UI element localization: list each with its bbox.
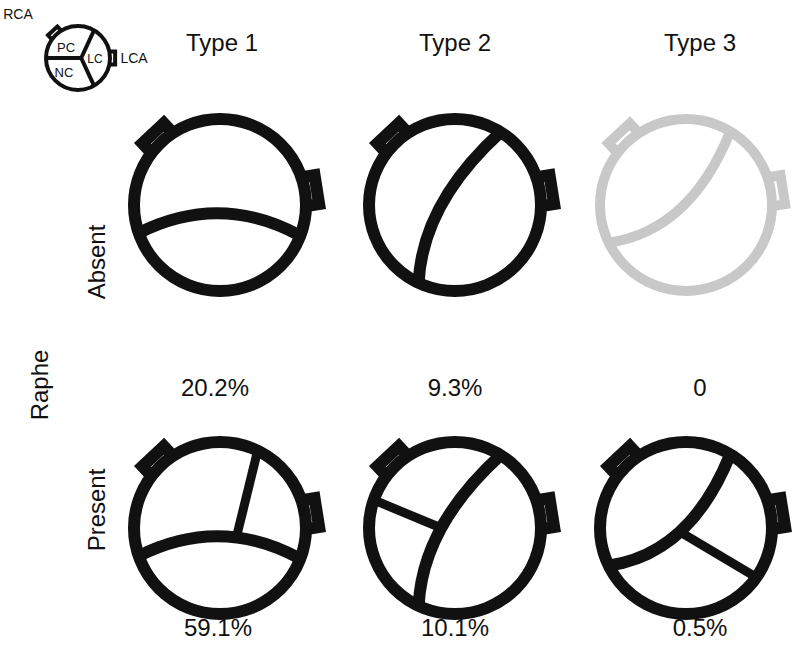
percentage-value: 20.2% bbox=[181, 376, 249, 400]
column-header: Type 2 bbox=[419, 31, 491, 55]
valve-type1-present bbox=[134, 442, 319, 614]
percentage-value: 0 bbox=[693, 376, 706, 400]
key-label: LCA bbox=[120, 51, 147, 65]
percentage-value: 10.1% bbox=[421, 616, 489, 640]
key-label: NC bbox=[55, 66, 74, 79]
axis-label: Raphe bbox=[28, 350, 52, 421]
valve-type3-present bbox=[600, 442, 785, 614]
valve-type1-absent bbox=[134, 119, 319, 291]
column-header: Type 1 bbox=[186, 31, 258, 55]
row-label: Present bbox=[85, 469, 109, 552]
key-label: PC bbox=[57, 41, 75, 54]
percentage-value: 9.3% bbox=[428, 376, 483, 400]
percentage-value: 0.5% bbox=[673, 616, 728, 640]
key-valve bbox=[46, 26, 115, 90]
key-label: RCA bbox=[3, 7, 33, 21]
valve-type3-absent bbox=[600, 119, 785, 291]
column-header: Type 3 bbox=[664, 31, 736, 55]
percentage-value: 59.1% bbox=[184, 616, 252, 640]
valve-type2-present bbox=[369, 442, 554, 614]
key-label: LC bbox=[87, 53, 102, 65]
row-label: Absent bbox=[85, 225, 109, 300]
valve-type2-absent bbox=[369, 119, 554, 291]
